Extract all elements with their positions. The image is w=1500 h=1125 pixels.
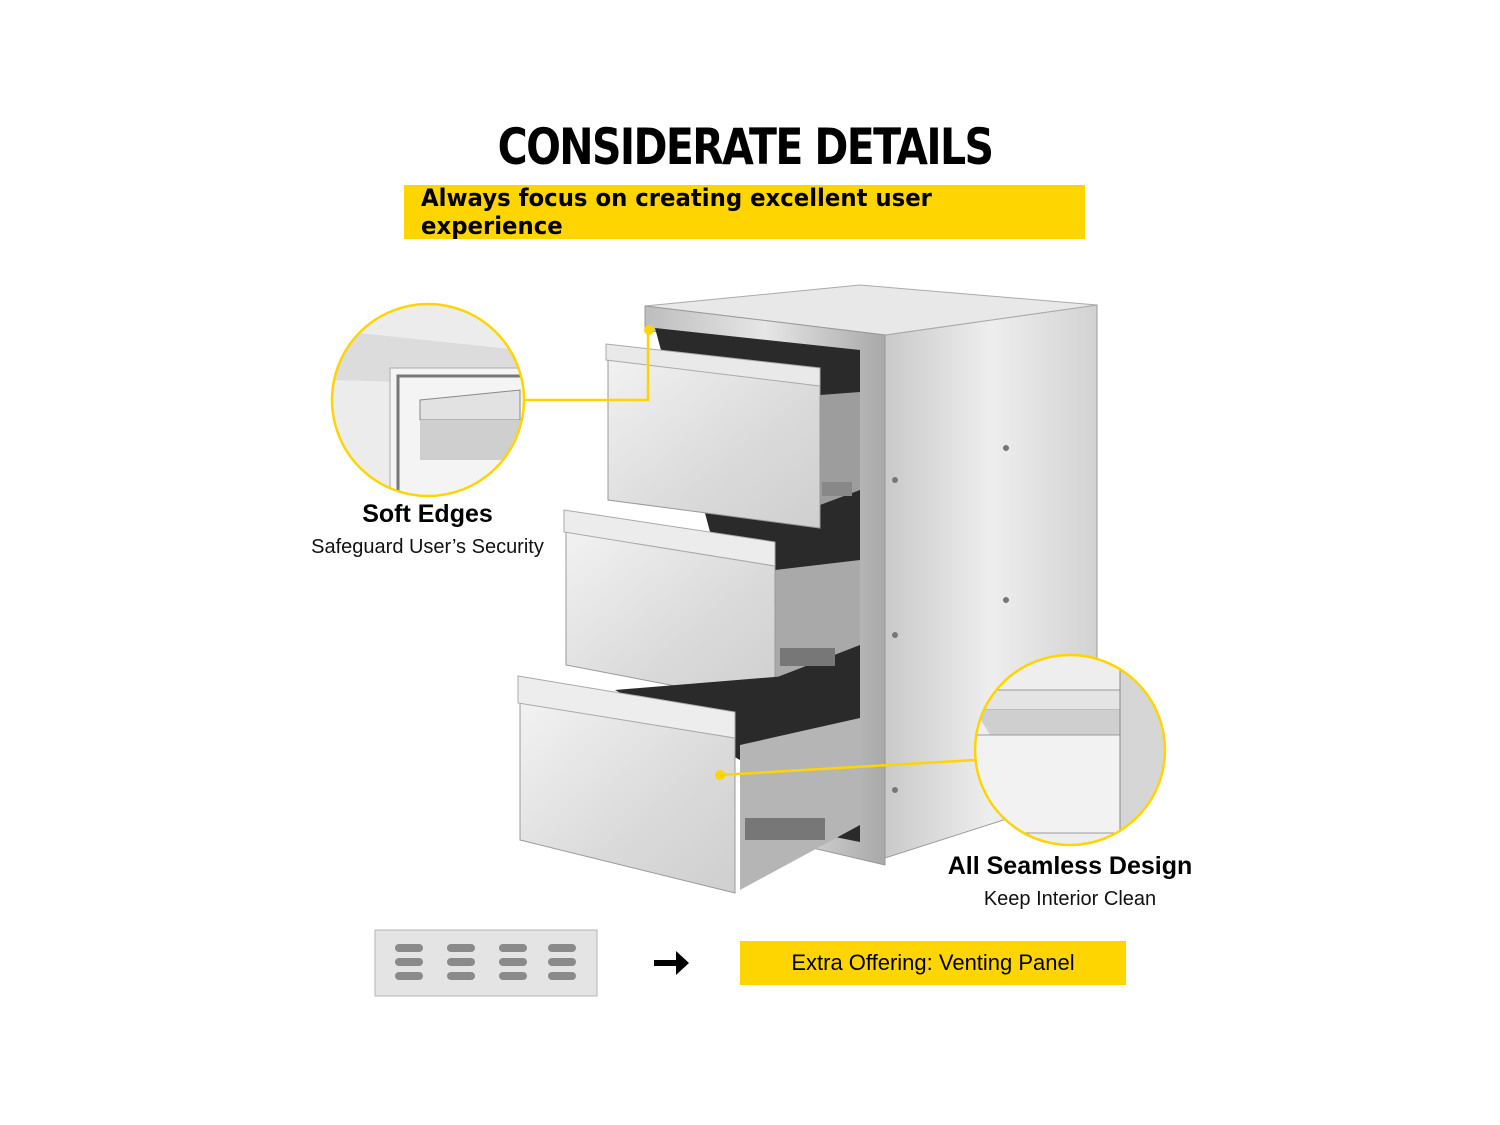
extra-offering-label: Extra Offering: Venting Panel (791, 950, 1075, 975)
soft-edges-zoom-circle (330, 302, 526, 498)
seamless-subtitle: Keep Interior Clean (983, 888, 1157, 910)
seamless-title: All Seamless Design (947, 852, 1193, 880)
venting-panel-image (374, 929, 598, 997)
extra-offering-banner: Extra Offering: Venting Panel (740, 941, 1126, 985)
drawer-top (605, 343, 860, 529)
drawer-middle (563, 509, 860, 706)
soft-edges-title: Soft Edges (362, 500, 493, 528)
tagline-text: Always focus on creating excellent user … (421, 184, 932, 240)
tagline-banner: Always focus on creating excellent user … (404, 184, 1085, 240)
right-arrow-icon (654, 951, 689, 975)
drawer-bottom (517, 670, 860, 894)
page-title: CONSIDERATE DETAILS (497, 118, 994, 176)
soft-edges-subtitle: Safeguard User’s Security (311, 536, 544, 558)
